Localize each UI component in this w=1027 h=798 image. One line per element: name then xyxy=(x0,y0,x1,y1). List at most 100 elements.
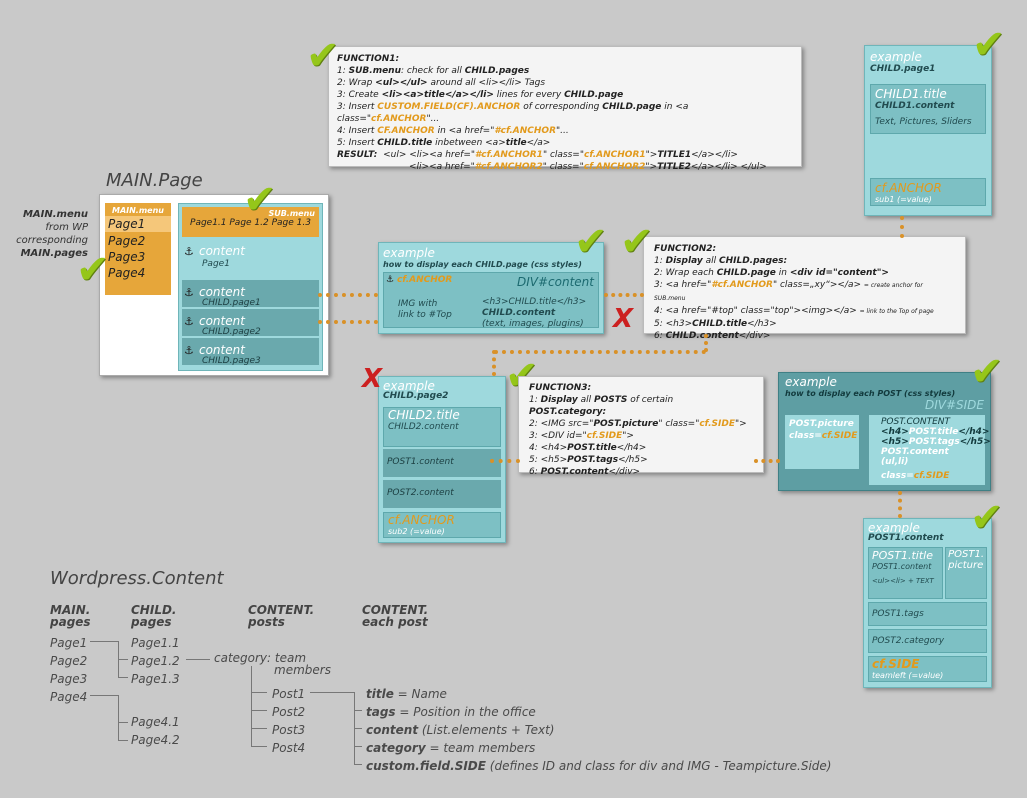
check-mark-child1: ✔ xyxy=(972,22,1006,68)
wp-post4: Post4 xyxy=(272,741,306,755)
tree-line xyxy=(251,746,267,747)
child-content-3-label: content xyxy=(198,343,245,357)
post1-category-box: POST2.category xyxy=(868,629,987,653)
main-menu-item-page2[interactable]: Page2 xyxy=(108,234,146,248)
child1-content: CHILD1.content xyxy=(875,101,955,111)
sub-menu-items[interactable]: Page1.1 Page 1.2 Page 1.3 xyxy=(190,218,311,228)
example-display-sub: how to display each CHILD.page (css styl… xyxy=(383,260,582,269)
anchor-icon: ⚓ xyxy=(184,344,194,357)
connector-child1-display xyxy=(318,293,378,297)
main-content-page: Page1 xyxy=(202,259,230,269)
wp-field-custom: custom.field.SIDE (defines ID and class … xyxy=(366,757,831,775)
main-menu-item-page3[interactable]: Page3 xyxy=(108,250,146,264)
wp-posts: Post1 Post2 Post3 Post4 xyxy=(272,685,305,757)
post1-side-sub: teamleft (=value) xyxy=(872,671,944,680)
main-page-content-column: SUB.menu Page1.1 Page 1.2 Page 1.3 ⚓ con… xyxy=(178,203,323,371)
function3-panel: FUNCTION3: 1: Display all POSTS of certa… xyxy=(518,376,764,477)
main-menu-item-page1[interactable]: Page1 xyxy=(105,216,171,232)
connector-function3-post xyxy=(754,459,780,463)
display-div: DIV#content xyxy=(517,275,594,289)
wp-child-page4-2: Page4.2 xyxy=(131,733,180,747)
tree-line xyxy=(354,764,362,765)
wp-main-page2: Page2 xyxy=(50,654,88,668)
function2-line6: 6: CHILD.content</div> xyxy=(654,331,771,341)
wp-field-content: content (List.elements + Text) xyxy=(366,721,831,739)
tree-line xyxy=(251,728,267,729)
cross-mark-child2: X xyxy=(362,364,383,394)
post-picture-class: class=cf.SIDE xyxy=(789,431,858,441)
wp-child-pages-4: Page4.1 Page4.2 xyxy=(131,713,180,749)
post-picture: POST.picture xyxy=(789,419,854,429)
example-child2-title: example xyxy=(383,379,435,393)
function2-line2: 2: Wrap each CHILD.page in <div id="cont… xyxy=(654,268,889,278)
tree-line xyxy=(354,728,362,729)
connector-post1-function3 xyxy=(490,459,520,463)
main-menu-item-page4[interactable]: Page4 xyxy=(108,266,146,280)
function1-result: RESULT: <ul> <li><a href="#cf.ANCHOR1" c… xyxy=(337,150,738,160)
tree-line xyxy=(118,740,128,741)
post-content-label: POST.CONTENT xyxy=(881,417,951,427)
connector-child2-display xyxy=(318,320,378,324)
function1-line1: 1: SUB.menu: check for all CHILD.pages xyxy=(337,66,530,76)
wp-field-content-key: content xyxy=(366,723,419,737)
tree-line xyxy=(118,722,128,723)
main-content-block: ⚓ content Page1 xyxy=(182,237,319,280)
connector-post-post1 xyxy=(898,491,902,518)
display-anchor: ⚓ cf.ANCHOR xyxy=(386,275,452,285)
wp-main-page4: Page4 xyxy=(50,690,88,704)
wp-field-category-rest: = team members xyxy=(425,741,536,755)
tree-line xyxy=(186,659,210,660)
child-content-2-label: content xyxy=(198,314,245,328)
main-page-side-note: MAIN.menu from WP corresponding MAIN.pag… xyxy=(8,208,88,260)
connector-function2-left xyxy=(494,350,706,354)
connector-child1-function2 xyxy=(900,216,904,238)
post1-picture-box: POST1. picture xyxy=(945,547,987,599)
wp-field-title-key: title xyxy=(366,687,394,701)
wp-child-page1-1: Page1.1 xyxy=(131,636,180,650)
wp-field-title-rest: = Name xyxy=(393,687,447,701)
wp-field-tags: tags = Position in the office xyxy=(366,703,831,721)
child-content-3-page: CHILD.page3 xyxy=(202,356,261,366)
tree-line xyxy=(251,666,252,746)
anchor-icon: ⚓ xyxy=(386,275,395,285)
wp-child-page1-3: Page1.3 xyxy=(131,672,180,686)
function1-line6: 5: Insert CHILD.title inbetween <a>title… xyxy=(337,138,551,148)
example-post-div: DIV#SIDE xyxy=(924,398,984,412)
wp-child-page1-2: Page1.2 xyxy=(131,654,180,668)
connector-function2-down xyxy=(704,334,708,352)
child2-title: CHILD2.title xyxy=(388,408,460,422)
post1-side: cf.SIDE xyxy=(872,657,920,671)
post1-side-box: cf.SIDE teamleft (=value) xyxy=(868,656,987,682)
function1-panel: FUNCTION1: 1: SUB.menu: check for all CH… xyxy=(328,46,802,172)
wp-main-pages: Page1 Page2 Page3 Page4 xyxy=(50,634,87,706)
wp-post2: Post2 xyxy=(272,705,306,719)
tree-line xyxy=(354,710,362,711)
example-display-panel: example how to display each CHILD.page (… xyxy=(378,242,604,334)
side-note-l4: MAIN.pages xyxy=(20,248,88,259)
child1-text: Text, Pictures, Sliders xyxy=(875,117,972,127)
wp-field-title: title = Name xyxy=(366,685,831,703)
function1-result-label: RESULT: xyxy=(337,150,378,160)
function2-line4: 4: <a href="#top" class="top"><img></a> … xyxy=(654,306,934,316)
function3-line6: 6: POST.content</div> xyxy=(529,467,641,477)
post2-content-box: POST2.content xyxy=(383,480,501,508)
post-class-side: class=cf.SIDE xyxy=(881,471,950,481)
post1-content: POST1.content xyxy=(872,562,932,571)
anchor-icon: ⚓ xyxy=(184,315,194,328)
tree-line xyxy=(118,695,119,740)
function3-line1: 1: Display all POSTS of certain POST.cat… xyxy=(529,395,674,417)
child1-content-box: CHILD1.title CHILD1.content Text, Pictur… xyxy=(870,84,986,134)
child-content-1: ⚓ content CHILD.page1 xyxy=(182,280,319,308)
tree-line xyxy=(354,746,362,747)
wp-header-content-each: CONTENT.each post xyxy=(362,603,429,629)
wp-field-category: category = team members xyxy=(366,739,831,757)
wp-child-pages-1: Page1.1 Page1.2 Page1.3 xyxy=(131,634,180,688)
anchor-icon: ⚓ xyxy=(184,286,194,299)
sub-menu: SUB.menu Page1.1 Page 1.2 Page 1.3 xyxy=(182,207,319,237)
tree-line xyxy=(118,677,128,678)
example-post1-panel: example POST1.content POST1.title POST1.… xyxy=(863,518,992,688)
post-h5: <h5>POST.tags</h5> xyxy=(881,437,991,447)
wp-header-content-posts: CONTENT.posts xyxy=(248,603,315,629)
side-note-l3: corresponding xyxy=(16,235,88,246)
